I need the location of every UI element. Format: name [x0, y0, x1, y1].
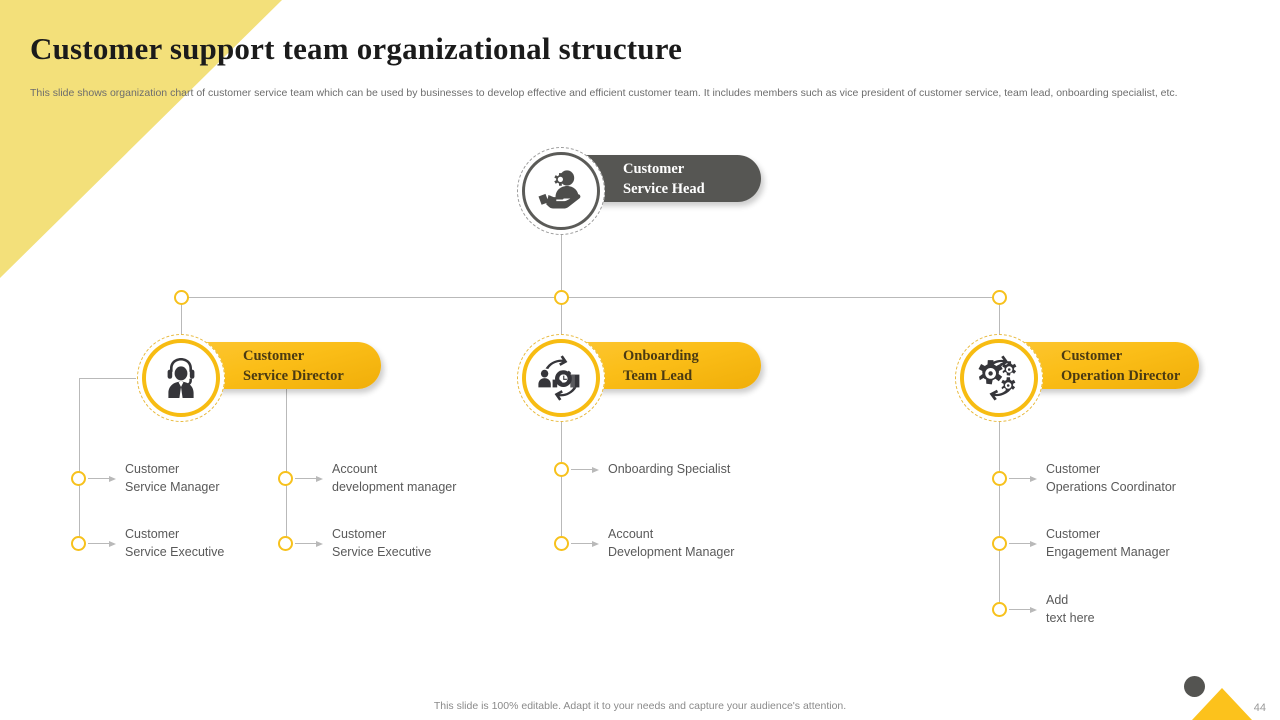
- dashed-ring: [517, 147, 605, 235]
- page-title: Customer support team organizational str…: [30, 31, 683, 66]
- list-item-label: Customer Service Executive: [332, 527, 432, 559]
- node-label-line2: Service Head: [623, 180, 705, 197]
- medallion-head: [517, 147, 605, 235]
- dashed-ring: [955, 334, 1043, 422]
- decorative-circle: [1184, 676, 1205, 697]
- hub-dot-right: [992, 290, 1007, 305]
- list-item-label: Customer Engagement Manager: [1046, 527, 1170, 559]
- bullet-dot: [71, 471, 86, 486]
- org-chart: Customer Service Head: [71, 147, 1199, 627]
- connector-left-col1-spine: [79, 378, 80, 537]
- arrow-icon: [1009, 539, 1037, 548]
- onboarding-cycle-gear-icon: [538, 355, 580, 401]
- node-label-line1: Customer: [623, 160, 685, 177]
- node-label-line2: Operation Director: [1061, 367, 1181, 384]
- arrow-icon: [295, 539, 323, 548]
- medallion-onboarding-lead: [517, 334, 605, 422]
- headset-agent-icon: [167, 358, 195, 398]
- arrow-icon: [1009, 605, 1037, 614]
- list-item-label: Account development manager: [332, 462, 457, 494]
- node-label-line1: Customer: [1061, 347, 1123, 364]
- solid-ring: [522, 152, 600, 230]
- solid-ring: [960, 339, 1038, 417]
- list-item[interactable]: Customer Service Manager: [71, 461, 220, 496]
- arrow-icon: [571, 539, 599, 548]
- page-number: 44: [1253, 702, 1266, 714]
- list-item[interactable]: Onboarding Specialist: [554, 461, 730, 479]
- bullet-dot: [992, 536, 1007, 551]
- arrow-icon: [88, 474, 116, 483]
- connector-right-spine: [999, 420, 1000, 603]
- gears-cycle-icon: [978, 355, 1017, 401]
- connector-left-branch-out: [79, 378, 136, 379]
- page-subtitle: This slide shows organization chart of c…: [30, 87, 1178, 99]
- arrow-icon: [88, 539, 116, 548]
- list-item[interactable]: Add text here: [992, 592, 1095, 627]
- list-item-label: Add text here: [1046, 593, 1095, 625]
- node-label-line2: Team Lead: [623, 367, 693, 384]
- hand-holding-person-gear-icon: [538, 170, 581, 209]
- connector-left-col2-spine: [286, 378, 287, 537]
- list-item[interactable]: Customer Service Executive: [71, 526, 224, 561]
- list-item[interactable]: Account Development Manager: [554, 526, 734, 561]
- connector-drop-right: [999, 297, 1000, 337]
- connector-distribution-rail: [181, 297, 999, 298]
- hub-dot-center: [554, 290, 569, 305]
- list-item[interactable]: Customer Operations Coordinator: [992, 461, 1176, 496]
- list-item[interactable]: Account development manager: [278, 461, 456, 496]
- bullet-dot: [71, 536, 86, 551]
- list-item-label: Onboarding Specialist: [608, 462, 731, 476]
- medallion-operation-director: [955, 334, 1043, 422]
- dashed-ring: [137, 334, 225, 422]
- footer-note: This slide is 100% editable. Adapt it to…: [433, 700, 847, 712]
- node-label-line2: Service Director: [243, 367, 344, 384]
- medallion-service-director: [137, 334, 225, 422]
- arrow-icon: [571, 465, 599, 474]
- node-label-line1: Customer: [243, 347, 305, 364]
- connector-drop-left: [181, 297, 182, 337]
- bullet-dot: [278, 536, 293, 551]
- dashed-ring: [517, 334, 605, 422]
- connector-drop-center: [561, 297, 562, 337]
- arrow-icon: [1009, 474, 1037, 483]
- list-item-label: Customer Operations Coordinator: [1046, 462, 1176, 494]
- bullet-dot: [992, 602, 1007, 617]
- bullet-dot: [992, 471, 1007, 486]
- node-label-line1: Onboarding: [623, 347, 699, 364]
- bullet-dot: [554, 462, 569, 478]
- hub-dot-left: [174, 290, 189, 305]
- list-item-label: Account Development Manager: [608, 527, 735, 559]
- connector-center-spine: [561, 420, 562, 537]
- arrow-icon: [295, 474, 323, 483]
- list-item[interactable]: Customer Service Executive: [278, 526, 431, 561]
- list-item[interactable]: Customer Engagement Manager: [992, 526, 1170, 561]
- bullet-dot: [554, 536, 569, 551]
- connector-root-vertical: [561, 234, 562, 297]
- bullet-dot: [278, 471, 293, 486]
- list-item-label: Customer Service Manager: [125, 462, 220, 494]
- list-item-label: Customer Service Executive: [125, 527, 225, 559]
